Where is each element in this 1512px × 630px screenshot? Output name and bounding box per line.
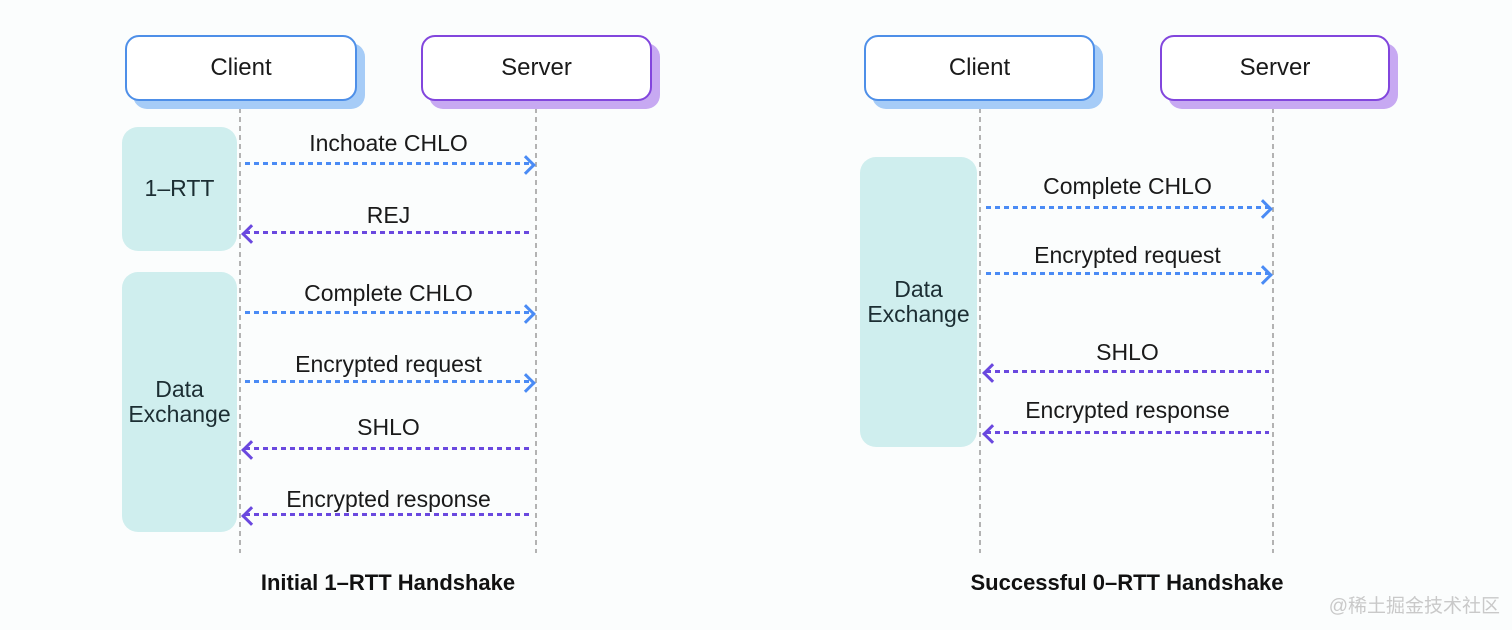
chevron-right-icon (516, 304, 536, 324)
dashed-line (245, 311, 532, 314)
message-arrow-left (982, 424, 1269, 444)
dashed-line (986, 272, 1269, 275)
dashed-line (986, 206, 1269, 209)
message-arrow-right (986, 265, 1273, 285)
phase-box-data-exchange: Data Exchange (122, 272, 237, 532)
message-label: SHLO (357, 414, 420, 440)
chevron-right-icon (1253, 199, 1273, 219)
phase-box-data-exchange: Data Exchange (860, 157, 977, 447)
chevron-right-icon (516, 155, 536, 175)
client-actor-box: Client (125, 35, 357, 101)
message-label: Complete CHLO (304, 280, 473, 306)
phase-label: 1–RTT (144, 175, 215, 202)
diagram-caption: Successful 0–RTT Handshake (970, 570, 1284, 595)
message-label: Encrypted request (295, 351, 482, 377)
dashed-line (986, 431, 1269, 434)
client-actor-label: Client (210, 54, 272, 81)
diagram-caption: Initial 1–RTT Handshake (260, 570, 516, 595)
client-lifeline (239, 99, 241, 553)
chevron-left-icon (982, 424, 1002, 444)
message-arrow-left (241, 440, 532, 460)
message-arrow-left (241, 224, 532, 244)
message-label: Encrypted request (1034, 242, 1221, 268)
server-actor-box: Server (421, 35, 652, 101)
dashed-line (245, 447, 532, 450)
server-actor-label: Server (1239, 54, 1311, 81)
chevron-left-icon (982, 363, 1002, 383)
client-actor-box: Client (864, 35, 1095, 101)
chevron-right-icon (1253, 265, 1273, 285)
message-label: SHLO (1096, 339, 1159, 365)
message-label: Complete CHLO (1043, 173, 1212, 199)
client-lifeline (979, 99, 981, 553)
message-label: Encrypted response (1025, 397, 1230, 423)
dashed-line (245, 162, 532, 165)
message-arrow-left (982, 363, 1269, 383)
message-arrow-right (245, 373, 536, 393)
client-actor-label: Client (948, 54, 1011, 81)
message-arrow-right (245, 155, 536, 175)
dashed-line (245, 513, 532, 516)
message-arrow-right (245, 304, 536, 324)
message-label: Inchoate CHLO (309, 130, 468, 156)
phase-label: Data Exchange (867, 275, 970, 327)
chevron-left-icon (241, 440, 261, 460)
message-label: REJ (366, 202, 411, 228)
dashed-line (986, 370, 1269, 373)
server-actor-label: Server (501, 54, 572, 81)
message-arrow-left (241, 506, 532, 526)
server-actor-box: Server (1160, 35, 1390, 101)
dashed-line (245, 231, 532, 234)
message-arrow-right (986, 199, 1273, 219)
message-label: Encrypted response (286, 486, 491, 512)
dashed-line (245, 380, 532, 383)
phase-box-1rtt: 1–RTT (122, 127, 237, 251)
watermark: @稀土掘金技术社区 (1328, 596, 1500, 617)
phase-label: Data Exchange (128, 375, 231, 427)
server-lifeline (535, 99, 537, 553)
server-lifeline (1272, 99, 1274, 553)
